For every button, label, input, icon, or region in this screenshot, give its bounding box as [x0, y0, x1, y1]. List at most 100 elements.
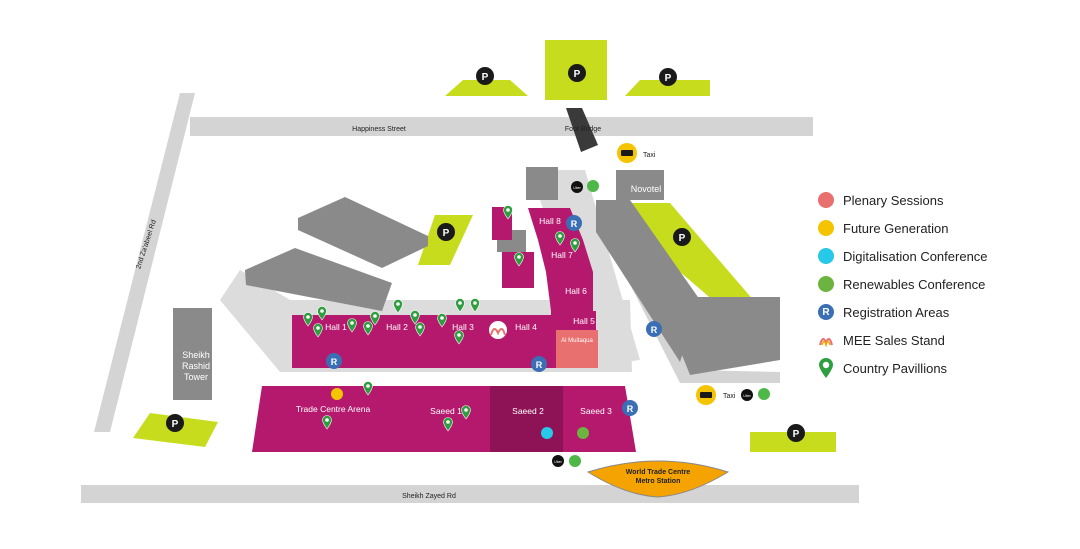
arena-label: Trade Centre Arena	[296, 404, 371, 414]
saeed-3-label: Saeed 3	[580, 406, 612, 416]
map-pin-dot	[464, 408, 468, 412]
map-pin-dot	[446, 420, 450, 424]
map-pin-dot	[573, 241, 577, 245]
street-label-zayed: Sheikh Zayed Rd	[402, 493, 456, 500]
map-pin-icon	[443, 417, 453, 432]
parking-lot	[445, 80, 528, 96]
svg-text:R: R	[651, 325, 658, 335]
svg-text:P: P	[679, 233, 686, 244]
parking-lot	[625, 80, 710, 96]
registration-marker: R	[566, 215, 582, 231]
digitalisation-dot-icon	[818, 248, 834, 264]
parking-marker: P	[568, 64, 586, 82]
parking-marker: P	[659, 68, 677, 86]
hall-6	[546, 272, 593, 311]
legend-label: Registration Areas	[843, 304, 950, 320]
hall-8-label: Hall 8	[539, 216, 561, 226]
hall-2	[360, 315, 427, 368]
registration-marker: R	[531, 356, 547, 372]
map-pin-dot	[396, 302, 400, 306]
hall-6-label: Hall 6	[565, 286, 587, 296]
map-pin-icon	[363, 321, 373, 336]
hall-2-label: Hall 2	[386, 322, 408, 332]
map-pin-dot	[558, 234, 562, 238]
map-pin-icon	[415, 322, 425, 337]
building	[245, 248, 392, 311]
legend-label: Plenary Sessions	[843, 192, 944, 208]
map-pin-icon	[370, 311, 380, 326]
legend-item-digitalisation: Digitalisation Conference	[818, 242, 1068, 270]
hall-1-label: Hall 1	[325, 322, 347, 332]
al-multaqua-label: Al Multaqua	[561, 338, 593, 344]
legend-label: Renewables Conference	[843, 276, 986, 292]
hall-5	[551, 311, 596, 330]
map-pin-icon	[393, 299, 403, 314]
legend-item-sales-stand: MEE Sales Stand	[818, 326, 1068, 354]
taxi-marker: Taxi	[617, 143, 656, 163]
map-pin-dot	[320, 309, 324, 313]
hall-3	[427, 315, 496, 368]
metro-station	[586, 460, 730, 498]
map-pin-icon	[313, 323, 323, 338]
map-pin-icon	[470, 298, 480, 313]
hall-4	[496, 315, 556, 368]
building	[298, 197, 428, 268]
legend-item-future-generation: Future Generation	[818, 214, 1068, 242]
registration-icon: R	[818, 304, 834, 320]
sales-stand-marker	[489, 321, 507, 339]
metro-label-line2: Metro Station	[636, 478, 681, 485]
map-pin-icon	[410, 310, 420, 325]
map-pin-icon	[363, 381, 373, 396]
map-pin-dot	[506, 208, 510, 212]
svg-text:Taxi: Taxi	[723, 393, 736, 400]
map-pin-dot	[440, 316, 444, 320]
map-legend: Plenary Sessions Future Generation Digit…	[818, 186, 1068, 382]
svg-text:R: R	[331, 357, 338, 367]
svg-text:P: P	[793, 429, 800, 440]
map-pin-icon	[503, 205, 513, 220]
road-happiness-street	[190, 117, 813, 136]
legend-label: Future Generation	[843, 220, 949, 236]
map-pin-icon	[437, 313, 447, 328]
map-pin-icon	[570, 238, 580, 253]
map-pin-icon	[819, 358, 833, 378]
svg-text:P: P	[665, 73, 672, 84]
parking-lot	[750, 432, 836, 452]
uber-marker: Uber	[571, 181, 583, 193]
uber-marker: Uber	[741, 389, 753, 401]
map-pin-dot	[517, 255, 521, 259]
hall-annex	[502, 252, 534, 288]
saeed-1-label: Saeed 1	[430, 406, 462, 416]
uber-marker: Uber	[552, 455, 564, 467]
road-zabeel	[94, 93, 195, 432]
svg-text:Uber: Uber	[554, 460, 562, 464]
svg-text:Uber: Uber	[743, 394, 751, 398]
map-pin-dot	[325, 418, 329, 422]
map-pin-dot	[373, 314, 377, 318]
map-pin-icon	[555, 231, 565, 246]
map-pin-icon	[347, 318, 357, 333]
building-novotel	[616, 170, 664, 200]
svg-text:P: P	[574, 69, 581, 80]
legend-item-plenary: Plenary Sessions	[818, 186, 1068, 214]
svg-text:R: R	[627, 404, 634, 414]
map-pin-dot	[413, 313, 417, 317]
map-pin-icon	[454, 330, 464, 345]
map-pin-dot	[457, 333, 461, 337]
parking-marker: P	[476, 67, 494, 85]
legend-item-pavillions: Country Pavillions	[818, 354, 1068, 382]
building	[672, 297, 780, 375]
taxi-marker: Taxi	[696, 385, 736, 405]
map-pin-dot	[316, 326, 320, 330]
map-pin-dot	[366, 384, 370, 388]
foot-bridge	[566, 108, 598, 152]
country-pavillion-pins	[303, 205, 580, 432]
careem-marker	[587, 180, 599, 192]
registration-marker: R	[326, 353, 342, 369]
svg-text:R: R	[571, 219, 578, 229]
svg-text:Taxi: Taxi	[643, 152, 656, 159]
saeed-2	[490, 386, 563, 452]
registration-marker: R	[646, 321, 662, 337]
novotel-label: Novotel	[631, 184, 662, 194]
road-sheikh-zayed	[81, 485, 859, 503]
